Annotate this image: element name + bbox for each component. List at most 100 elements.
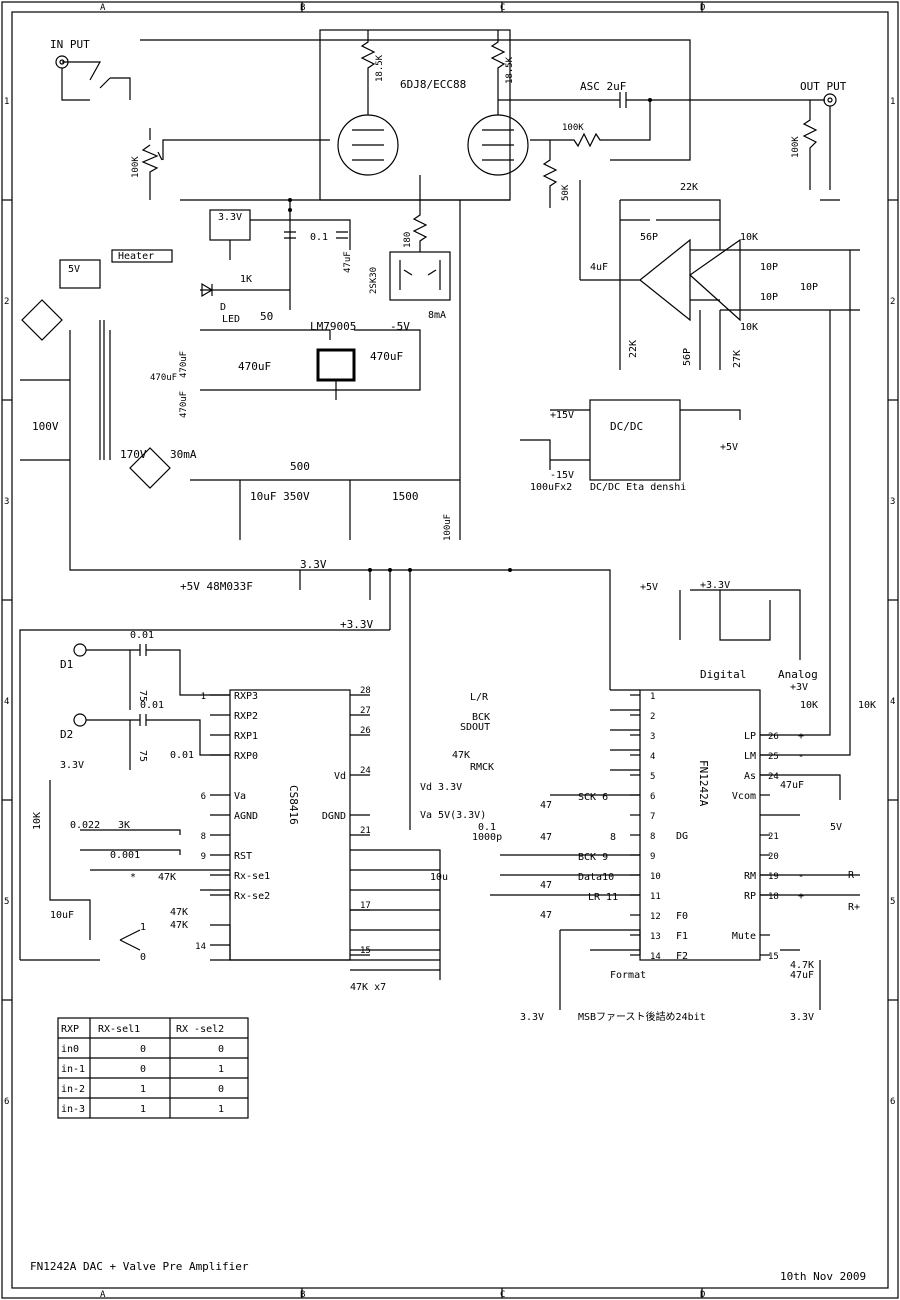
fn-v3v3-left: 3.3V [520,1012,544,1023]
fn1242a-pin-num: 25 [768,752,779,762]
fn1242a-pin-sign: - [798,751,804,762]
fn1242a-pin-name: F0 [676,911,688,922]
grid-leak-label: 50K [561,184,571,201]
hv-label: 170V [120,448,147,461]
r47k-4-label: 47K [170,920,188,931]
r3k-label: 3K [118,820,130,831]
c10u-label: 10u [430,872,448,883]
va-label: Va 5V(3.3V) [420,810,486,821]
row-label-3-left: 3 [4,497,9,507]
fn-c47u-1: 47uF [780,780,804,791]
table-cell: 1 [140,1104,146,1115]
fn-format: Format [610,970,646,981]
tube-label: 6DJ8/ECC88 [400,78,466,91]
fn-pin8: 8 [610,832,616,843]
d2-label: D2 [60,728,73,741]
sig-bck: BCK [472,712,490,723]
star-label: * [130,872,136,883]
p15-label: +15V [550,410,574,421]
cs8416-pin-num: 21 [360,826,371,836]
row-label-4-right: 4 [890,697,895,707]
analog-v-label: +3V [790,682,808,693]
mains-label: 100V [32,420,59,433]
fn1242a-pin-num: 21 [768,832,779,842]
input-label: IN PUT [50,38,90,51]
sig-lr: L/R [470,692,489,703]
m15-label: -15V [550,470,574,481]
fn1242a-pin-num: 18 [768,892,779,902]
neg5-label: -5V [390,320,410,333]
table-cell: 0 [140,1064,146,1075]
fn1242a-pin-sign: - [798,871,804,882]
r47kx7-label: 47K x7 [350,982,386,993]
fn1242a-pin-name: RM [744,871,756,882]
table-cell: in-3 [61,1104,85,1115]
output-jack-icon [823,93,837,107]
col-label-a-top: A [100,3,106,13]
output-label: OUT PUT [800,80,847,93]
led-label-2: LED [222,314,240,325]
col-label-c-top: C [500,3,505,13]
fn1242a-pin-sign: + [798,891,804,902]
fn1242a-pin-name: As [744,771,756,782]
fn1242a-pin-name: RP [744,891,756,902]
table-cell: 0 [218,1084,224,1095]
fn1242a-pin-num: 3 [650,732,655,742]
col-label-b-bottom: B [300,1290,305,1300]
cs8416-pin-name: RST [234,851,252,862]
cs8416-pin-name: RXP1 [234,731,258,742]
vd-label: Vd 3.3V [420,782,462,793]
dac-p5-label: +5V [640,582,658,593]
row-label-3-right: 3 [890,497,895,507]
table-cell: in-1 [61,1064,85,1075]
opamp-r22k: 22K [628,340,639,358]
fn-r10k-1: 10K [800,700,818,711]
fn1242a-pin-num: 15 [768,952,779,962]
table-cell: 1 [218,1064,224,1075]
fn1242a-pin-sign: + [798,731,804,742]
opamp-c56p: 56P [682,348,693,366]
digital-label: Digital [700,668,746,681]
r47k-3-label: 47K [170,907,188,918]
sheet-date: 10th Nov 2009 [780,1270,866,1283]
input-d2-jack-icon [73,713,87,727]
sig-sdout: SDOUT [460,722,490,733]
v3v3-b-label: +3.3V [340,618,373,631]
sw-1-label: 1 [140,922,146,933]
fn1242a-pin-name: F1 [676,931,688,942]
valve-stage: IN PUT 100K 6DJ8/ECC88 18.5K 18.5K ASC 2… [50,29,847,321]
fn1242a-pin-name: Vcom [732,791,756,802]
fn-v3v3-right: 3.3V [790,1012,814,1023]
cs8416-pin-num: 15 [360,946,371,956]
opamp-r22k-fb: 22K [680,182,698,193]
fn1242a-pin-num: 26 [768,732,779,742]
opamp-p5-label: +5V [720,442,738,453]
cs8416-pin-num: 1 [201,692,206,702]
fn-r47-3: 47 [540,880,552,891]
cap-01-label: 0.1 [310,232,328,243]
output-opamp: 22K 56P 10K 10K 10P 10P 10P 4uF 22K 56P … [520,180,860,493]
table-cell: 1 [140,1084,146,1095]
fn-lr: LR 11 [588,892,618,903]
fn-r47-2: 47 [540,832,552,843]
col-label-d-bottom: D [700,1290,705,1300]
current-label: 8mA [428,310,446,321]
fn1242a-pin-num: 4 [650,752,655,762]
fn1242a-pin-num: 1 [650,692,655,702]
inner-border [11,11,889,1289]
r10k-label: 10K [32,812,43,830]
r47k-2-label: 47K [158,872,176,883]
cs8416-pin-num: 28 [360,686,371,696]
reg-digital-label: +5V 48M033F [180,580,253,593]
fn1242a-pin-num: 19 [768,872,779,882]
c1000p-label: 1000p [472,832,502,843]
row-label-2-right: 2 [890,297,895,307]
sw-0-label: 0 [140,952,146,963]
c470-3-label: 470uF [370,350,403,363]
col-label-b-top: B [300,3,305,13]
opamp-c4u: 4uF [590,262,608,273]
col-label-a-bottom: A [100,1290,106,1300]
lm79005-box [316,348,356,382]
